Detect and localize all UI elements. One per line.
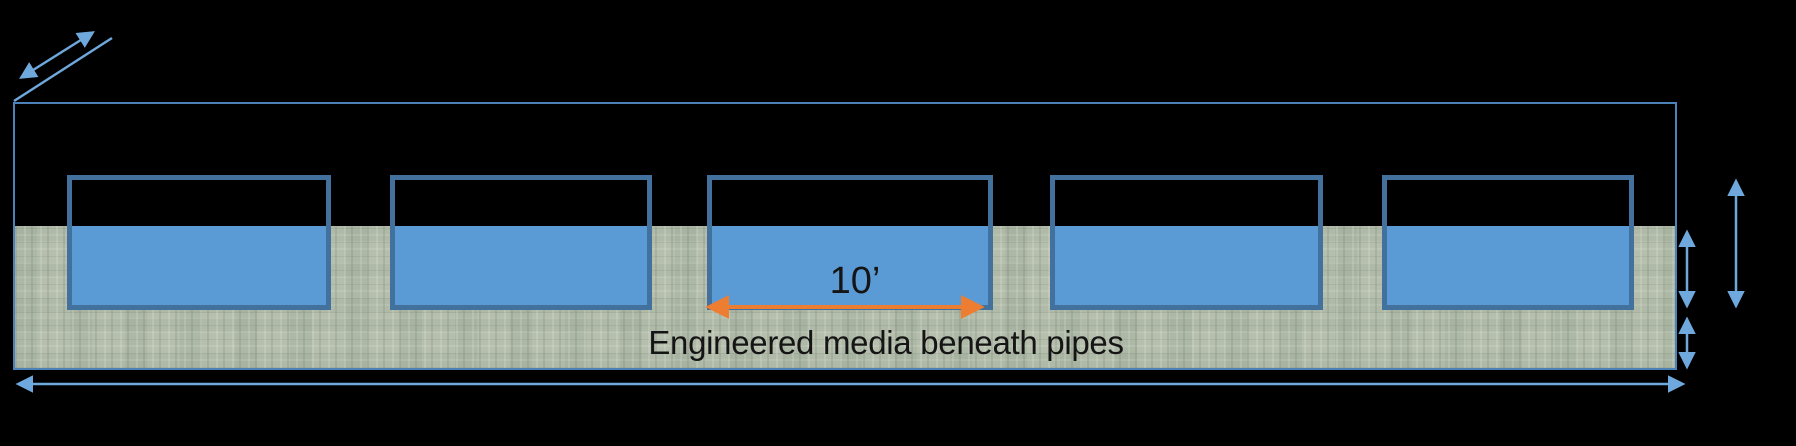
pipe-width-label: 10’ bbox=[829, 260, 881, 302]
media-band-beneath-pipes bbox=[15, 313, 1675, 368]
diagonal-direction-line bbox=[13, 36, 113, 103]
media-label: Engineered media beneath pipes bbox=[648, 324, 1124, 361]
diagonal-direction-arrow-icon bbox=[19, 31, 95, 79]
pipe-water bbox=[395, 226, 647, 305]
pipe bbox=[390, 175, 652, 310]
pipe bbox=[1050, 175, 1323, 310]
pipe-water bbox=[1387, 226, 1629, 305]
pipe-water bbox=[72, 226, 326, 305]
pipe-water bbox=[712, 226, 988, 305]
profile-outline bbox=[13, 102, 1677, 370]
pipe bbox=[1382, 175, 1634, 310]
pipe-water bbox=[1055, 226, 1318, 305]
pipe bbox=[67, 175, 331, 310]
